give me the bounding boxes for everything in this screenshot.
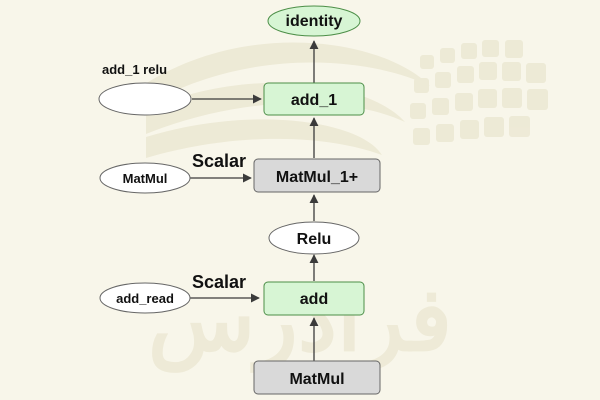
add-node-label: add <box>300 291 328 308</box>
add-1-node: add_1 <box>263 82 365 116</box>
add-node: add <box>263 281 365 316</box>
matmul-node: MatMul <box>253 360 381 395</box>
matmul-input-node: MatMul <box>99 162 191 194</box>
matmul-input-node-label: MatMul <box>123 171 168 186</box>
matmul-1-node: MatMul_1+ <box>253 158 381 193</box>
matmul-node-label: MatMul <box>289 371 344 388</box>
add-1-node-label: add_1 <box>291 92 337 109</box>
matmul-1-node-label: MatMul_1+ <box>276 169 358 186</box>
relu-node-label: Relu <box>297 231 332 248</box>
add-1-relu-input-node <box>98 82 192 116</box>
identity-node: identity <box>267 5 361 37</box>
edge-label-add-1-relu: add_1 relu <box>102 62 167 77</box>
add-read-node-label: add_read <box>116 291 174 306</box>
add-read-node: add_read <box>99 282 191 314</box>
edge-label-scalar-add: Scalar <box>192 272 246 292</box>
identity-node-label: identity <box>286 13 343 30</box>
edge-label-scalar-matmul: Scalar <box>192 151 246 171</box>
relu-node: Relu <box>268 221 360 255</box>
